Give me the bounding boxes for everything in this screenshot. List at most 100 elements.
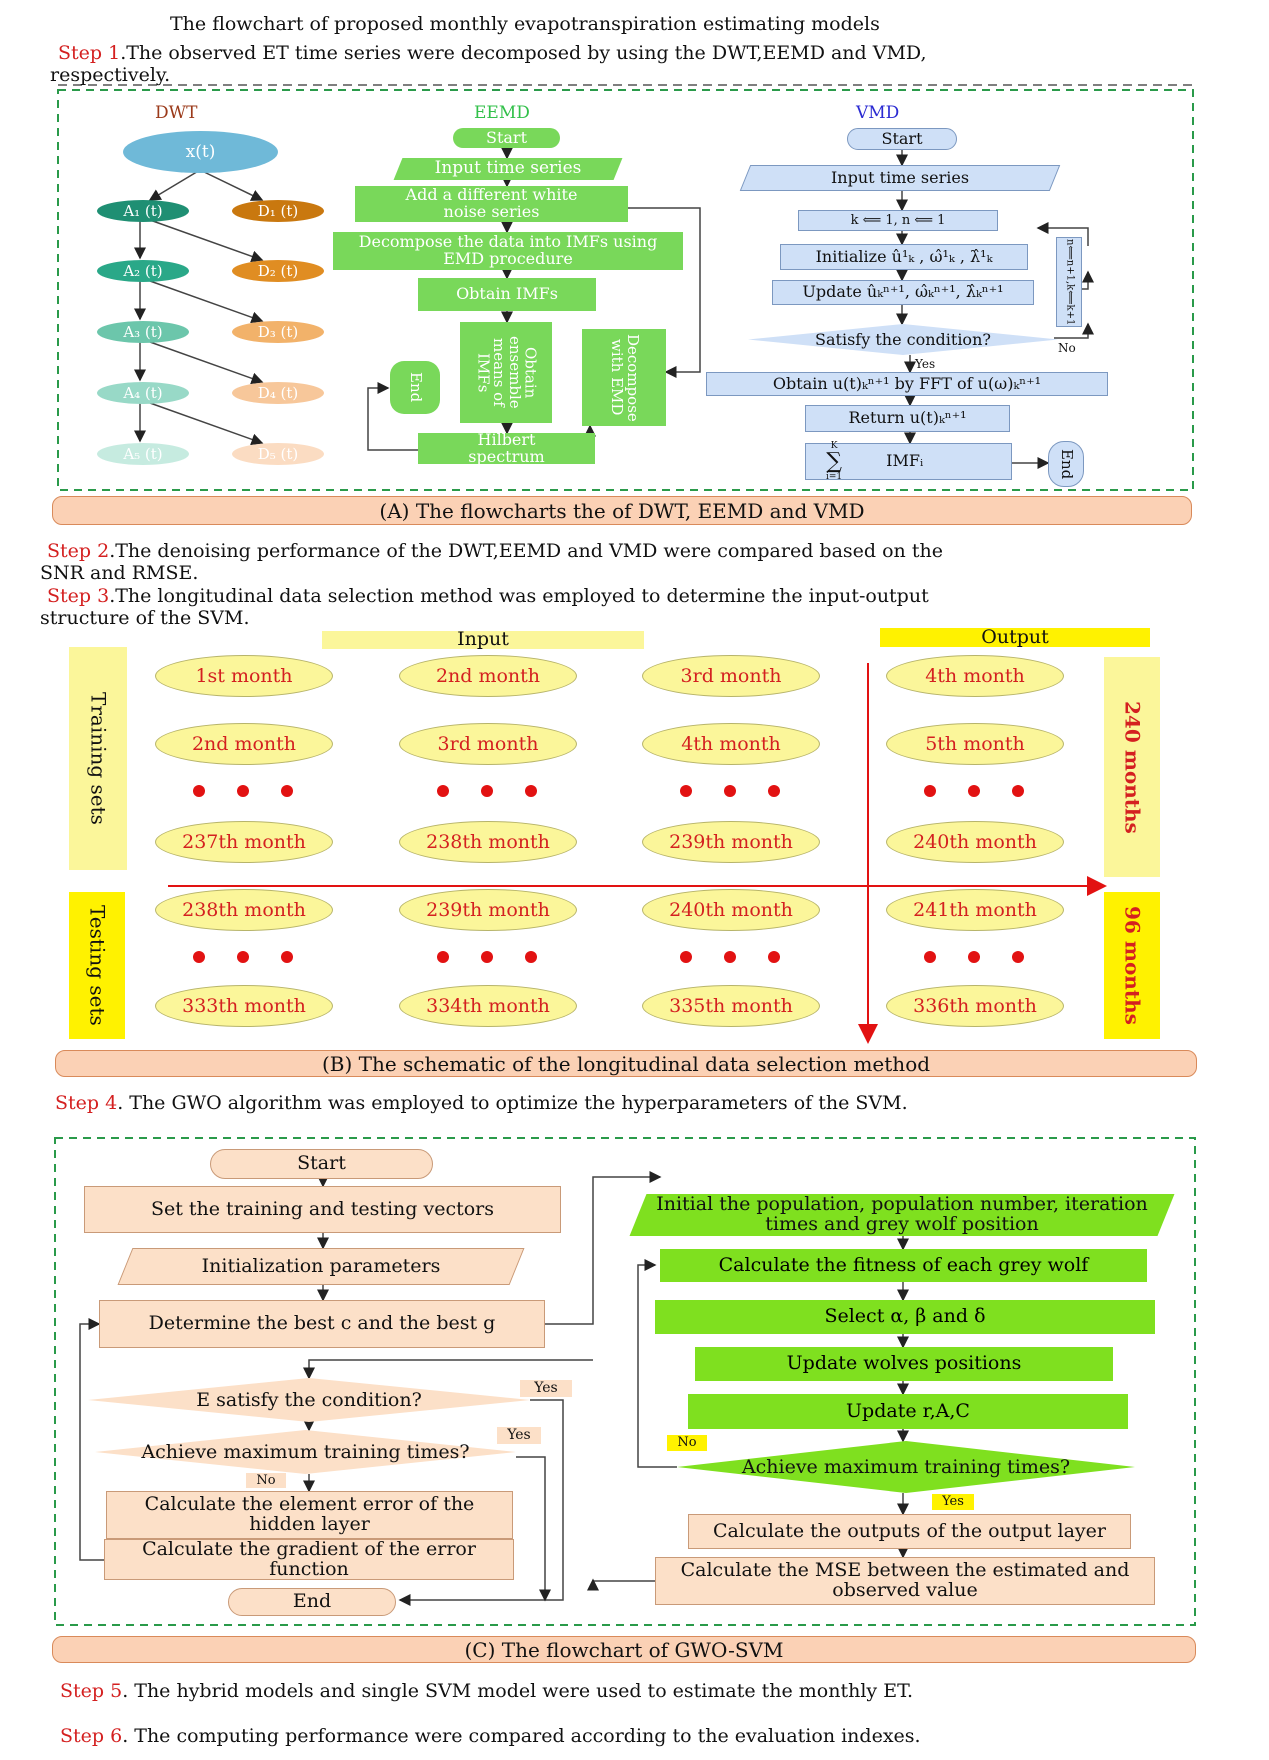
training-count-label: 240 months <box>1104 657 1160 877</box>
ellipsis-dot <box>924 785 936 797</box>
step-4: Step 4. The GWO algorithm was employed t… <box>55 1092 908 1114</box>
no-label-right: No <box>667 1435 707 1451</box>
vmd-increment-box: n⟸n+1,k⟸k+1 <box>1056 237 1082 327</box>
vmd-yes-label: Yes <box>915 357 936 371</box>
ellipsis-dot <box>680 785 692 797</box>
ellipsis-dot <box>724 785 736 797</box>
yes-label-1: Yes <box>520 1380 572 1397</box>
eemd-decompose-emd: Decompose the data into IMFs using EMD p… <box>333 232 683 270</box>
month-oval: 4th month <box>642 723 820 765</box>
ellipsis-dot <box>437 785 449 797</box>
eemd-end: End <box>390 361 440 414</box>
training-sets-label: Training sets <box>69 647 127 870</box>
ellipsis-dot <box>768 951 780 963</box>
step-5-text: . The hybrid models and single SVM model… <box>122 1680 913 1702</box>
month-oval: 2nd month <box>155 723 333 765</box>
gwo-start: Start <box>210 1149 433 1179</box>
step-4-label: Step 4 <box>55 1092 118 1114</box>
step-6-text: . The computing performance were compare… <box>122 1725 921 1747</box>
initialization-parameters: Initialization parameters <box>117 1248 525 1285</box>
input-header: Input <box>322 629 644 649</box>
ellipsis-dot <box>281 951 293 963</box>
step-2-text-cont: SNR and RMSE. <box>40 562 199 584</box>
step-3-text: .The longitudinal data selection method … <box>109 585 929 607</box>
month-oval: 240th month <box>886 821 1064 863</box>
yes-label-right: Yes <box>932 1494 974 1510</box>
month-oval: 238th month <box>155 889 333 931</box>
ellipsis-dot <box>968 785 980 797</box>
step-5-label: Step 5 <box>60 1680 123 1702</box>
ellipsis-dot <box>437 951 449 963</box>
select-alpha-beta-delta: Select α, β and δ <box>655 1300 1155 1334</box>
ellipsis-dot <box>768 785 780 797</box>
init-population: Initial the population, population numbe… <box>629 1194 1175 1236</box>
achieve-max-decision-left: Achieve maximum training times? <box>95 1430 516 1474</box>
ellipsis-dot <box>968 951 980 963</box>
testing-count-label: 96 months <box>1104 892 1160 1039</box>
figure-title: The flowchart of proposed monthly evapot… <box>170 13 880 35</box>
month-oval: 1st month <box>155 655 333 697</box>
gwo-end: End <box>228 1588 396 1616</box>
step-2: Step 2.The denoising performance of the … <box>47 540 943 562</box>
month-oval: 3rd month <box>642 655 820 697</box>
no-label-left: No <box>246 1473 286 1488</box>
vmd-sum-imfs: K∑i=1 IMFᵢ <box>805 440 1012 482</box>
ellipsis-dot <box>924 951 936 963</box>
eemd-add-noise: Add a different white noise series <box>355 186 628 222</box>
ellipsis-dot <box>481 951 493 963</box>
month-oval: 239th month <box>399 889 577 931</box>
month-oval: 3rd month <box>399 723 577 765</box>
step-3-text-cont: structure of the SVM. <box>40 607 250 629</box>
month-oval: 239th month <box>642 821 820 863</box>
yes-label-2: Yes <box>497 1427 541 1444</box>
ellipsis-dot <box>281 785 293 797</box>
month-oval: 237th month <box>155 821 333 863</box>
ellipsis-dot <box>193 785 205 797</box>
vmd-return: Return u(t)ₖⁿ⁺¹ <box>805 405 1010 432</box>
eemd-ensemble-means: Obtain ensemble means of IMFs <box>460 322 552 423</box>
step-1-text-cont: respectively. <box>50 64 171 86</box>
ellipsis-dot <box>525 785 537 797</box>
step-3: Step 3.The longitudinal data selection m… <box>47 585 929 607</box>
dwt-detail-node: D₁ (t) <box>232 200 324 222</box>
calc-element-error: Calculate the element error of the hidde… <box>106 1491 513 1539</box>
step-5: Step 5. The hybrid models and single SVM… <box>60 1680 913 1702</box>
ellipsis-dot <box>1012 951 1024 963</box>
vmd-condition-decision: Satisfy the condition? <box>748 324 1058 355</box>
step-1-label: Step 1 <box>58 42 121 64</box>
achieve-max-decision-right: Achieve maximum training times? <box>677 1441 1135 1493</box>
eemd-title: EEMD <box>474 103 530 123</box>
dwt-approx-node: A₃ (t) <box>97 321 189 343</box>
month-oval: 334th month <box>399 985 577 1027</box>
vmd-update: Update ûₖⁿ⁺¹, ω̂ₖⁿ⁺¹, λ̂ₖⁿ⁺¹ <box>772 280 1034 305</box>
panel-c-caption: (C) The flowchart of GWO-SVM <box>52 1636 1196 1663</box>
eemd-start: Start <box>453 128 560 148</box>
ellipsis-dot <box>525 951 537 963</box>
panel-b-caption: (B) The schematic of the longitudinal da… <box>55 1050 1197 1077</box>
dwt-approx-node: A₄ (t) <box>97 382 189 404</box>
month-oval: 333th month <box>155 985 333 1027</box>
dwt-detail-node: D₂ (t) <box>232 260 324 282</box>
step-6-label: Step 6 <box>60 1725 123 1747</box>
calc-outputs: Calculate the outputs of the output laye… <box>688 1514 1131 1549</box>
month-oval: 2nd month <box>399 655 577 697</box>
step-1-text: .The observed ET time series were decomp… <box>120 42 927 64</box>
dwt-root-node: x(t) <box>123 131 278 173</box>
set-training-testing-vectors: Set the training and testing vectors <box>84 1186 561 1233</box>
month-oval: 335th month <box>642 985 820 1027</box>
ellipsis-dot <box>1012 785 1024 797</box>
vmd-title: VMD <box>856 103 900 123</box>
ellipsis-dot <box>481 785 493 797</box>
month-oval: 240th month <box>642 889 820 931</box>
dwt-approx-node: A₂ (t) <box>97 260 189 282</box>
dwt-approx-node: A₅ (t) <box>97 443 189 465</box>
calc-mse: Calculate the MSE between the estimated … <box>655 1557 1155 1605</box>
month-oval: 5th month <box>886 723 1064 765</box>
summation-icon: K∑i=1 <box>826 440 843 482</box>
vmd-input-series: Input time series <box>739 165 1061 191</box>
vmd-initialize: Initialize û¹ₖ , ω̂¹ₖ , λ̂¹ₖ <box>780 244 1028 270</box>
eemd-hilbert-spectrum: Hilbert spectrum <box>418 431 595 464</box>
step-4-text: . The GWO algorithm was employed to opti… <box>117 1092 908 1114</box>
eemd-input-series: Input time series <box>393 158 623 180</box>
